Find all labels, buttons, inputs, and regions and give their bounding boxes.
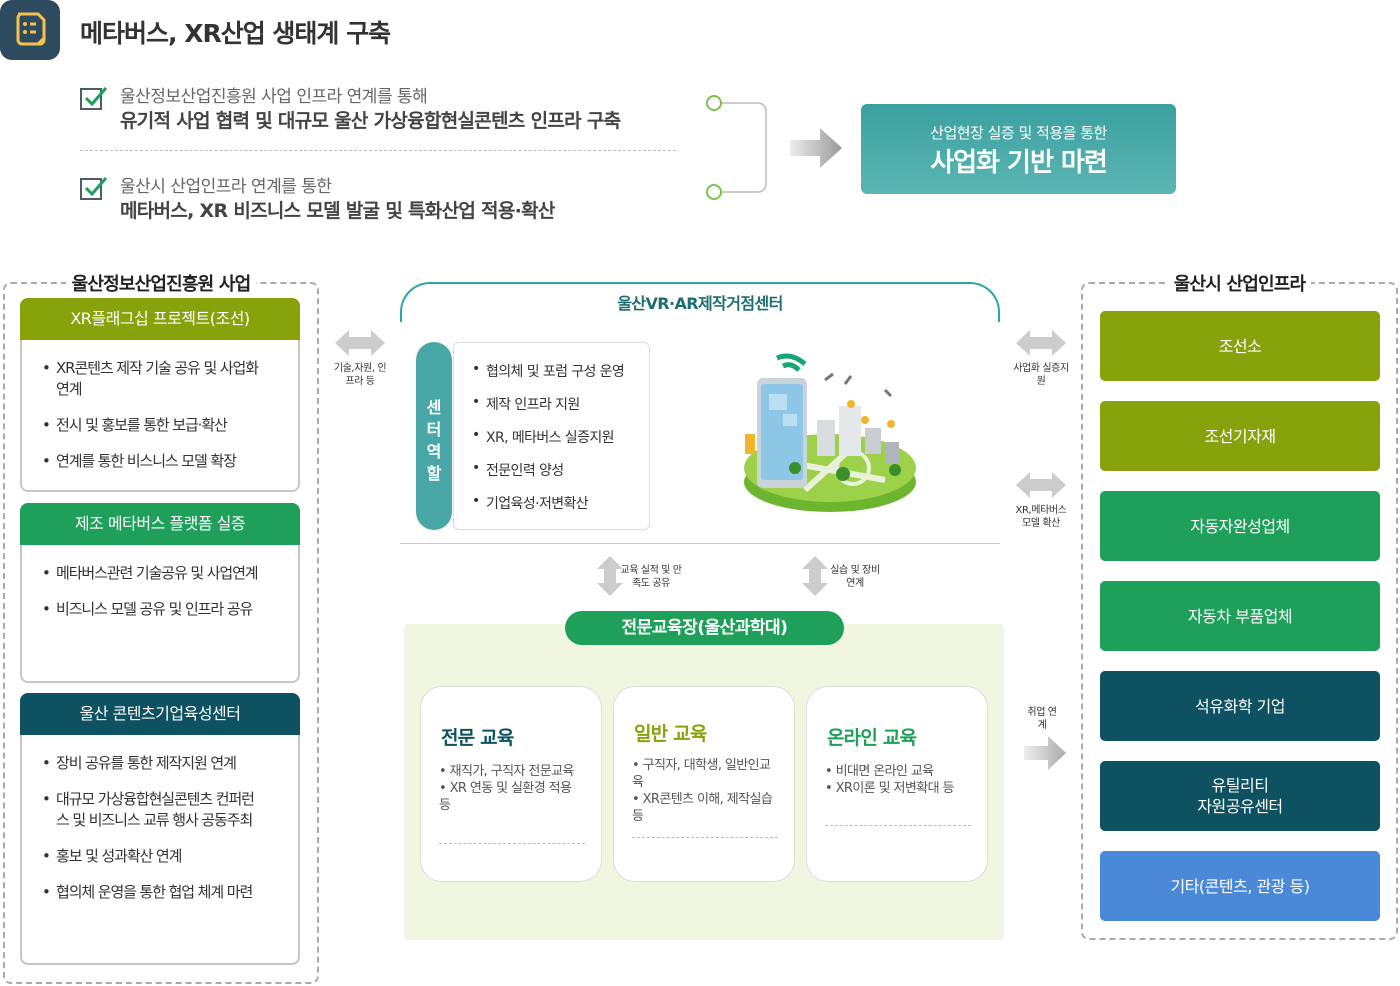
document-icon <box>0 0 60 60</box>
role-label-bar: 센 터 역 할 <box>416 342 452 530</box>
card-content-center: 울산 콘텐츠기업육성센터 장비 공유를 통한 제작지원 연계 대규모 가상융합현… <box>20 693 300 965</box>
link-label-down-right: 실습 및 장비 연계 <box>830 565 880 589</box>
edu-card-desc: • 재직가, 구직자 전문교육 • XR 연동 및 실환경 적용 등 <box>439 764 574 813</box>
link-label-right-mid: XR,메타버스 모델 확산 <box>1015 505 1067 529</box>
edu-card-desc: • 비대면 온라인 교육 • XR이론 및 저변확대 등 <box>825 764 954 796</box>
dashed-divider <box>632 837 778 838</box>
card-head: 제조 메타버스 플랫폼 실증 <box>20 503 300 545</box>
role-label-char: 할 <box>426 464 442 483</box>
edu-card-title: 온라인 교육 <box>827 727 917 749</box>
right-section-title: 울산시 산업인프라 <box>1167 274 1312 295</box>
arrow-right-icon <box>1024 736 1066 770</box>
goal-2-line1: 울산시 산업인프라 연계를 통한 <box>120 177 332 197</box>
edu-card-online: 온라인 교육 • 비대면 온라인 교육 • XR이론 및 저변확대 등 <box>806 686 988 882</box>
dashed-divider <box>825 825 971 826</box>
list-item: 대규모 가상융합현실콘텐츠 컨퍼런스 및 비즈니스 교류 행사 공동주최 <box>42 789 258 831</box>
industry-item: 석유화학 기업 <box>1100 671 1380 741</box>
list-item: XR콘텐츠 제작 기술 공유 및 사업화 연계 <box>42 358 259 400</box>
left-section: 울산정보산업진흥원 사업 <box>3 274 319 984</box>
edu-card-professional: 전문 교육 • 재직가, 구직자 전문교육 • XR 연동 및 실환경 적용 등 <box>420 686 602 882</box>
list-item: XR, 메타버스 실증지원 <box>472 427 624 460</box>
double-arrow-icon <box>335 330 385 356</box>
card-head: 울산 콘텐츠기업육성센터 <box>20 693 300 735</box>
checkbox-icon <box>80 177 108 200</box>
list-item: 장비 공유를 통한 제작지원 연계 <box>42 753 258 774</box>
card-xr-flagship: XR플래그십 프로젝트(조선) XR콘텐츠 제작 기술 공유 및 사업화 연계 … <box>20 298 300 492</box>
right-section: 울산시 산업인프라 <box>1081 274 1398 940</box>
list-item: 비즈니스 모델 공유 및 인프라 공유 <box>42 599 258 620</box>
link-label-right-bottom: 취업 연계 <box>1027 707 1057 731</box>
goal-connector <box>706 95 767 200</box>
page-title: 메타버스, XR산업 생태계 구축 <box>80 19 391 48</box>
result-subtitle: 산업현장 실증 및 적용을 통한 <box>930 124 1107 142</box>
list-item: 협의체 운영을 통한 협업 체계 마련 <box>42 882 258 903</box>
list-item: 홍보 및 성과확산 연계 <box>42 846 258 867</box>
list-item: 전시 및 홍보를 통한 보급·확산 <box>42 415 258 436</box>
goal-2: 울산시 산업인프라 연계를 통한 메타버스, XR 비즈니스 모델 발굴 및 특… <box>80 172 680 222</box>
smart-city-illustration <box>744 353 916 512</box>
list-item: 메타버스관련 기술공유 및 사업연계 <box>42 563 259 584</box>
checkbox-icon <box>80 87 108 110</box>
role-label-char: 역 <box>426 442 442 461</box>
list-item: 연계를 통한 비스니스 모델 확장 <box>42 451 258 472</box>
link-label-left: 기술,자원, 인프라 등 <box>333 363 387 387</box>
goal-2-line2: 메타버스, XR 비즈니스 모델 발굴 및 특화산업 적용·확산 <box>120 200 555 222</box>
link-label-down-left: 교육 실적 및 만족도 공유 <box>620 565 682 589</box>
industry-item: 조선기자재 <box>1100 401 1380 471</box>
left-section-title: 울산정보산업진흥원 사업 <box>65 274 257 295</box>
edu-card-title: 전문 교육 <box>441 727 514 749</box>
goal-1-line2: 유기적 사업 협력 및 대규모 울산 가상융합현실콘텐츠 인프라 구축 <box>120 110 621 132</box>
arrow-right-icon <box>790 128 842 168</box>
vertical-double-arrow-icon <box>802 556 828 596</box>
vertical-double-arrow-icon <box>597 556 623 596</box>
goal-1-line1: 울산정보산업진흥원 사업 인프라 연계를 통해 <box>120 87 428 107</box>
result-title: 사업화 기반 마련 <box>930 148 1108 178</box>
edu-card-general: 일반 교육 • 구직자, 대학생, 일반인교육 • XR콘텐츠 이해, 제작실습… <box>613 686 795 882</box>
industry-item: 조선소 <box>1100 311 1380 381</box>
card-metaverse-platform: 제조 메타버스 플랫폼 실증 메타버스관련 기술공유 및 사업연계 비즈니스 모… <box>20 503 300 683</box>
list-item: 제작 인프라 지원 <box>472 394 624 427</box>
double-arrow-icon <box>1016 472 1066 498</box>
link-label-right-top: 사업화 실증지원 <box>1013 363 1069 387</box>
card-head: XR플래그십 프로젝트(조선) <box>20 298 300 340</box>
list-item: 협의체 및 포럼 구성 운영 <box>472 361 625 394</box>
result-box: 산업현장 실증 및 적용을 통한 사업화 기반 마련 <box>861 104 1176 194</box>
goal-1: 울산정보산업진흥원 사업 인프라 연계를 통해 유기적 사업 협력 및 대규모 … <box>80 82 680 132</box>
center-title: 울산VR·AR제작거점센터 <box>617 294 783 313</box>
industry-item: 자동차 부품업체 <box>1100 581 1380 651</box>
industry-item: 유틸리티 자원공유센터 <box>1100 761 1380 831</box>
role-list: 협의체 및 포럼 구성 운영 제작 인프라 지원 XR, 메타버스 실증지원 전… <box>453 342 650 530</box>
list-item: 기업육성·저변확산 <box>472 493 624 526</box>
list-item: 전문인력 양성 <box>472 460 624 493</box>
double-arrow-icon <box>1016 330 1066 356</box>
center-divider <box>400 543 1000 544</box>
role-label-char: 터 <box>426 420 442 439</box>
role-label-char: 센 <box>426 398 442 417</box>
industry-item: 자동자완성업체 <box>1100 491 1380 561</box>
edu-card-title: 일반 교육 <box>634 723 707 745</box>
goal-divider <box>80 150 676 151</box>
dashed-divider <box>439 843 585 844</box>
education-title: 전문교육장(울산과학대) <box>565 611 844 645</box>
industry-item: 기타(콘텐츠, 관광 등) <box>1100 851 1380 921</box>
edu-card-desc: • 구직자, 대학생, 일반인교육 • XR콘텐츠 이해, 제작실습 등 <box>632 758 773 824</box>
